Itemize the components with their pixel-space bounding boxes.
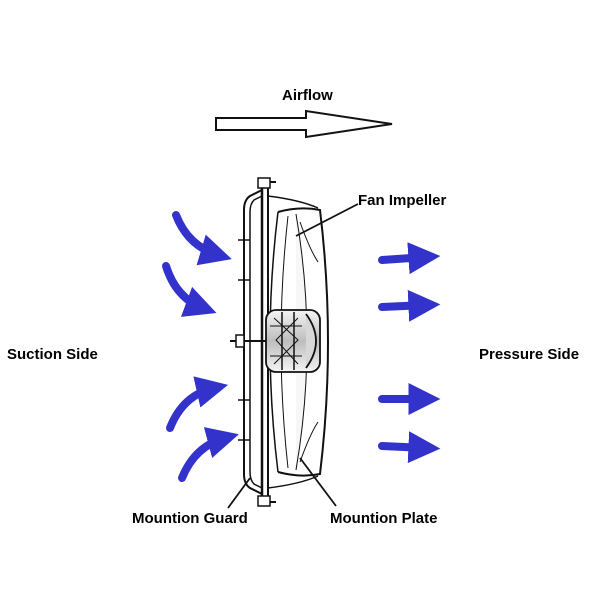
suction-arrow-icon — [172, 211, 232, 266]
suction-side-label: Suction Side — [7, 346, 98, 363]
pressure-arrow-icon — [378, 242, 441, 275]
pressure-side-label: Pressure Side — [479, 346, 580, 363]
suction-arrow-icon — [178, 427, 239, 482]
airflow-label: Airflow — [282, 87, 333, 104]
plate-leader-line — [299, 457, 337, 507]
leader-lines — [227, 203, 359, 509]
mounting-plate-label: Mountion Plate — [330, 510, 438, 527]
pressure-arrow-icon — [378, 289, 441, 322]
impeller-leader-line — [295, 203, 359, 237]
fan-impeller-label: Fan Impeller — [358, 192, 447, 209]
fan-assembly — [230, 177, 329, 507]
mounting-guard-label: Mountion Guard — [132, 510, 248, 527]
suction-arrow-icon — [166, 376, 229, 432]
pressure-arrow-icon — [378, 431, 441, 464]
airflow-arrow-icon — [215, 109, 393, 139]
suction-arrow-icon — [162, 262, 217, 317]
guard-leader-line — [227, 477, 251, 509]
motor-hub — [230, 309, 321, 373]
suction-flow-arrows — [162, 211, 239, 482]
pressure-flow-arrows — [378, 242, 441, 464]
